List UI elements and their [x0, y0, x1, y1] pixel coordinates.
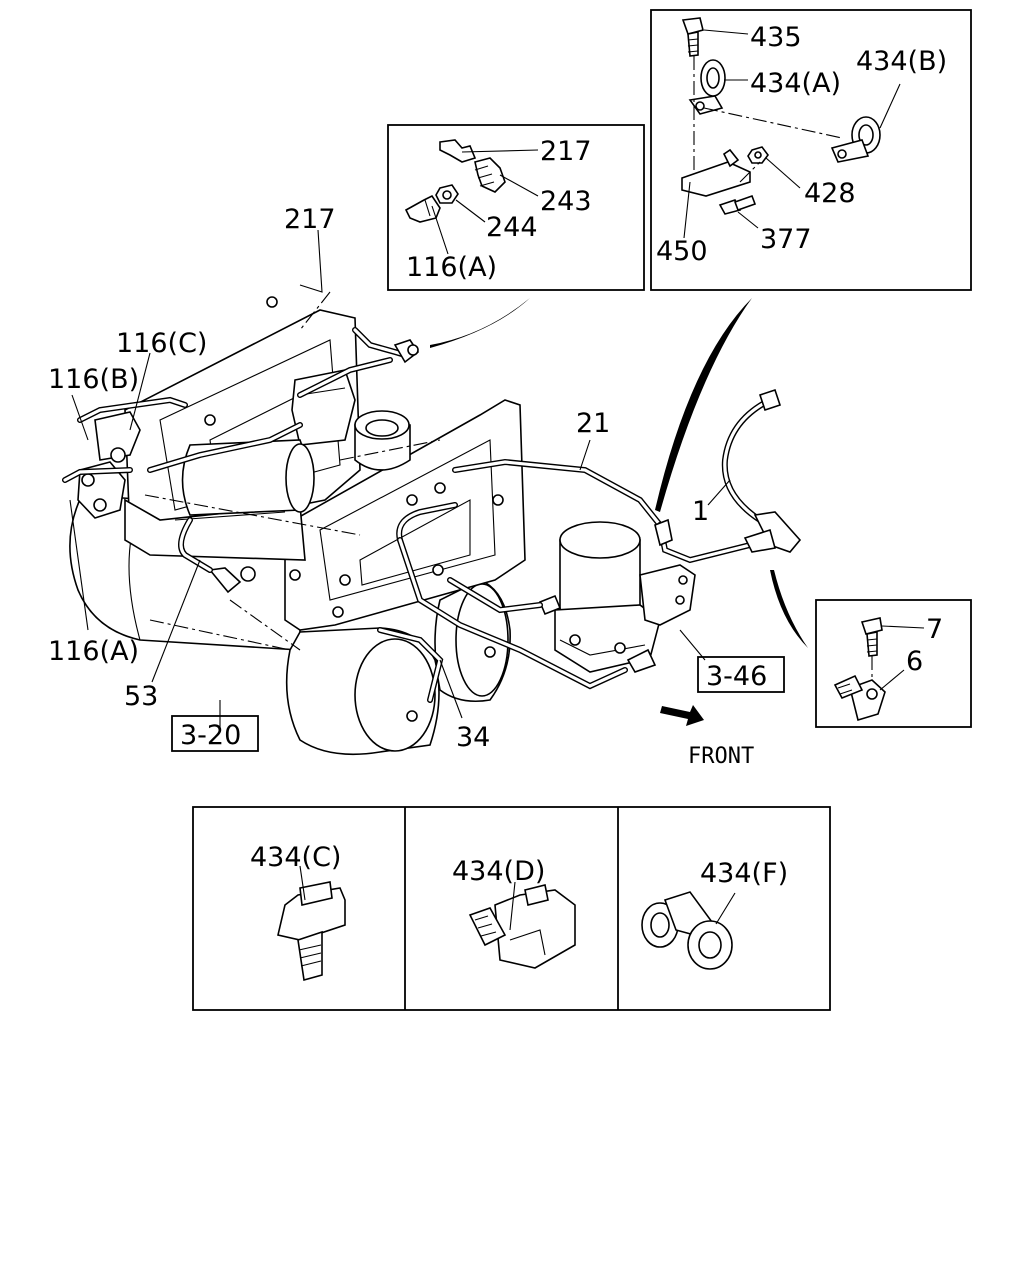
label-244: 244 [486, 212, 538, 243]
front-mounting-frame [284, 399, 526, 631]
inset-pointer-arcs [430, 298, 808, 648]
leader-lines [69, 229, 731, 730]
label-450: 450 [656, 236, 708, 267]
inset-bolt: 7 6 [815, 599, 972, 728]
clip-434c: 434(C) [250, 842, 346, 982]
center-lines [144, 291, 441, 651]
main-labels: 217 116(C) 116(B) 116(A) 53 3-20 34 21 1… [48, 204, 785, 769]
inset-fitting: 217 243 244 116(A) [387, 124, 645, 291]
label-435: 435 [750, 22, 802, 53]
label-434d: 434(D) [452, 856, 545, 887]
label-6: 6 [906, 646, 923, 677]
label-377: 377 [760, 224, 812, 255]
front-arrow-icon [660, 705, 704, 726]
inset-bolt-frame [815, 599, 972, 728]
label-116b: 116(B) [48, 364, 139, 395]
label-21: 21 [576, 408, 610, 439]
label-243: 243 [540, 186, 592, 217]
clip-434f: 434(F) [641, 858, 788, 970]
label-1: 1 [692, 496, 709, 527]
label-front: FRONT [688, 744, 754, 769]
label-3-20: 3-20 [180, 720, 241, 751]
label-217-inset: 217 [540, 136, 592, 167]
label-53: 53 [124, 681, 158, 712]
label-116c: 116(C) [116, 328, 207, 359]
label-434c: 434(C) [250, 842, 341, 873]
label-434f: 434(F) [700, 858, 788, 889]
label-3-46: 3-46 [706, 661, 767, 692]
clip-434d: 434(D) [452, 856, 576, 969]
air-pipes [62, 327, 802, 703]
inset-clamp-frame [650, 9, 972, 291]
label-7: 7 [926, 614, 943, 645]
inset-clamp: 435 434(A) 434(B) 428 450 377 [650, 9, 972, 291]
air-dryer [538, 521, 696, 673]
clip-panels: 434(C) 434(D) 434(F) [192, 806, 831, 1011]
clip-panel-frame [192, 806, 831, 1011]
label-217: 217 [284, 204, 336, 235]
air-tank-assembly [69, 296, 526, 756]
label-116a: 116(A) [48, 636, 139, 667]
left-tank-end-cap [354, 638, 436, 752]
label-434b: 434(B) [856, 46, 947, 77]
valve-cluster-116 [77, 411, 141, 519]
label-34: 34 [456, 722, 490, 753]
label-428: 428 [804, 178, 856, 209]
label-434a: 434(A) [750, 68, 841, 99]
label-116a-inset: 116(A) [406, 252, 497, 283]
inset-fitting-frame [387, 124, 645, 291]
